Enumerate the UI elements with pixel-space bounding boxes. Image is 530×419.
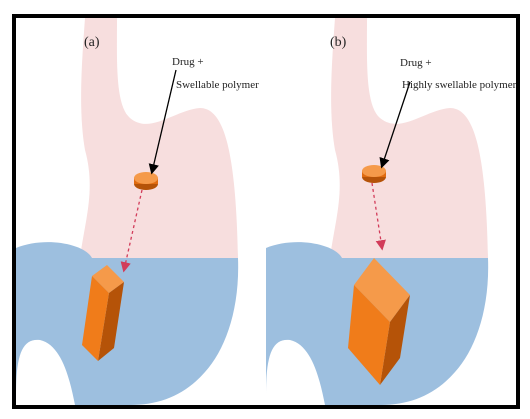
panel-label-b: (b) — [330, 35, 347, 50]
panel-b: (b) Drug + Highly swellable polymer — [266, 18, 517, 405]
drug-pill-a — [134, 172, 158, 190]
panel-a: (a) Drug + Swellable polymer — [16, 18, 259, 405]
annotation-a-line1: Drug + — [172, 56, 204, 68]
panel-label-a: (a) — [84, 35, 100, 50]
stomach-upper-region — [80, 18, 238, 258]
annotation-b-line2: Highly swellable polymer — [402, 79, 517, 91]
drug-pill-b — [362, 165, 386, 183]
annotation-a-line2: Swellable polymer — [176, 79, 259, 91]
stomach-lower-region — [16, 242, 238, 405]
annotation-b-line1: Drug + — [400, 57, 432, 69]
stomach-upper-region — [330, 18, 488, 258]
